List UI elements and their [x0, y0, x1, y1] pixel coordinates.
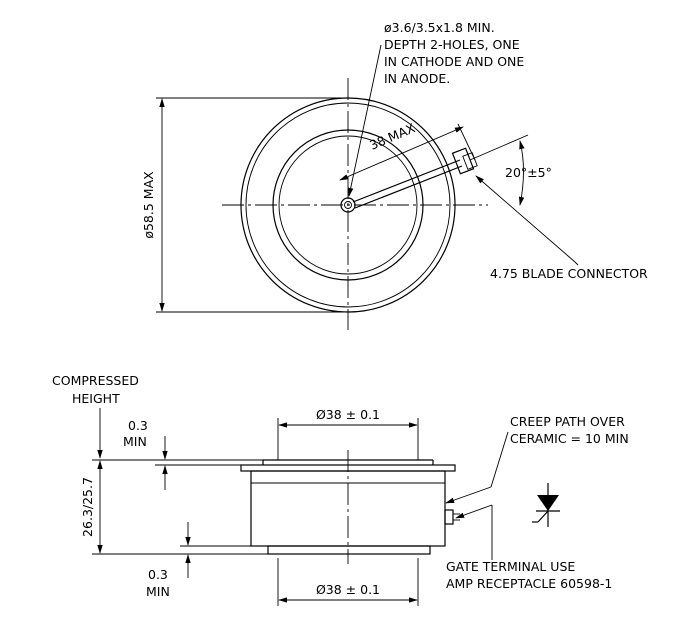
creep-line-1: CREEP PATH OVER — [510, 414, 625, 429]
height-label: 26.3/25.7 — [80, 477, 95, 537]
diameter-label: ø58.5 MAX — [141, 171, 156, 239]
creep-line-2: CERAMIC = 10 MIN — [510, 431, 629, 446]
angle-label: 20°±5° — [505, 165, 552, 180]
angle-arc — [518, 140, 525, 206]
hole-note-line-3: IN CATHODE AND ONE — [384, 54, 524, 69]
side-view: Ø38 ± 0.1 Ø38 ± 0.1 COMPRESSED HEIGHT 26… — [52, 373, 629, 606]
bottom-clearance-value: 0.3 — [148, 567, 168, 582]
angle-ref-line — [469, 134, 529, 161]
thyristor-symbol-icon — [532, 483, 560, 527]
gate-line-2: AMP RECEPTACLE 60598-1 — [446, 576, 612, 591]
bottom-diameter-label: Ø38 ± 0.1 — [316, 582, 380, 597]
radius-dim-line — [339, 126, 464, 181]
top-clearance-value: 0.3 — [128, 418, 148, 433]
gate-terminal-side — [444, 509, 454, 525]
connector-label: 4.75 BLADE CONNECTOR — [490, 266, 648, 281]
creep-leader — [490, 431, 509, 488]
connector-leader — [475, 175, 576, 263]
center-hole-inner — [344, 201, 352, 209]
hole-note-line-2: DEPTH 2-HOLES, ONE — [384, 37, 520, 52]
bottom-base — [267, 545, 431, 555]
top-clearance-min: MIN — [123, 434, 147, 449]
radius-ext-line — [457, 123, 476, 161]
bottom-clearance-min: MIN — [146, 584, 170, 599]
top-view: ø58.5 MAX ø3.6/3.5x1.8 MIN. DEPTH 2-HOLE… — [141, 20, 648, 330]
top-diameter-label: Ø38 ± 0.1 — [316, 407, 380, 422]
gate-line-1: GATE TERMINAL USE — [446, 559, 575, 574]
connector-leader-extension — [574, 261, 579, 266]
hole-note-leader — [348, 44, 382, 197]
compressed-height-line-1: COMPRESSED — [52, 373, 139, 388]
hole-note-line-4: IN ANODE. — [384, 71, 450, 86]
flange-inner-circle — [245, 102, 451, 308]
hole-note-line-1: ø3.6/3.5x1.8 MIN. — [384, 20, 495, 35]
compressed-height-line-2: HEIGHT — [72, 391, 120, 406]
radius-label: 38 MAX — [367, 120, 417, 153]
hole-note: ø3.6/3.5x1.8 MIN. DEPTH 2-HOLES, ONE IN … — [384, 20, 524, 86]
gate-terminal-top — [352, 147, 478, 209]
